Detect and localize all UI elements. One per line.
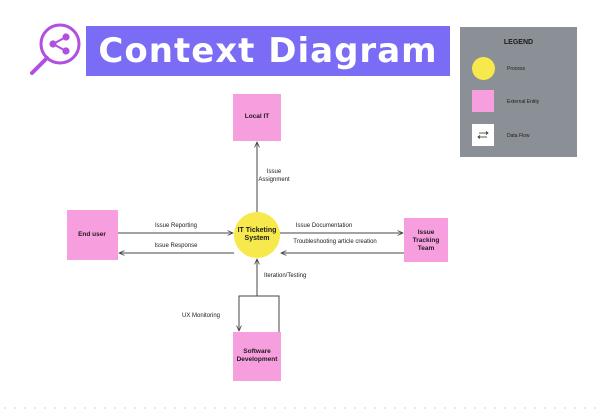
end-user-label: End user — [78, 231, 106, 238]
issue-tracking-box[interactable] — [404, 218, 448, 262]
legend-title: LEGEND — [503, 39, 534, 46]
software-dev-label: Software Development — [236, 348, 278, 363]
magnifier-share-icon — [30, 23, 81, 75]
canvas-edge — [0, 405, 600, 411]
legend-flow-label: Data Flow — [507, 133, 530, 139]
flow-label-issue-documentation: Issue Documentation — [295, 223, 353, 229]
legend-panel: LEGEND Process External Entity Data Flow — [460, 27, 577, 157]
flow-label-iteration-testing: Iteration/Testing — [264, 273, 307, 279]
process-label: IT Ticketing System — [237, 227, 277, 242]
local-it-label: Local IT — [244, 113, 270, 120]
end-user-box[interactable] — [67, 210, 118, 260]
legend-entity-label: External Entity — [507, 99, 540, 105]
process-circle[interactable] — [234, 212, 280, 258]
flow-label-issue-response: Issue Response — [154, 243, 198, 249]
local-it-box[interactable] — [233, 94, 281, 141]
flow-label-ux-monitoring: UX Monitoring — [182, 313, 221, 319]
software-dev-box[interactable] — [233, 332, 281, 381]
legend-process-label: Process — [507, 66, 526, 72]
legend-process-swatch — [472, 57, 495, 80]
flow-label-issue-assignment: Issue Assignment — [258, 169, 290, 183]
issue-tracking-label: Issue Tracking Team — [412, 229, 440, 252]
legend-flow-swatch — [472, 124, 494, 146]
flow-label-issue-reporting: Issue Reporting — [154, 223, 198, 229]
legend-entity-swatch — [472, 90, 494, 112]
page-title: Context Diagram — [98, 31, 438, 71]
double-arrow-icon — [477, 131, 489, 139]
flow-arrow-ux-monitoring — [239, 295, 280, 332]
flow-label-troubleshooting: Troubleshooting article creation — [293, 239, 377, 245]
title-banner: Context Diagram — [86, 26, 450, 76]
